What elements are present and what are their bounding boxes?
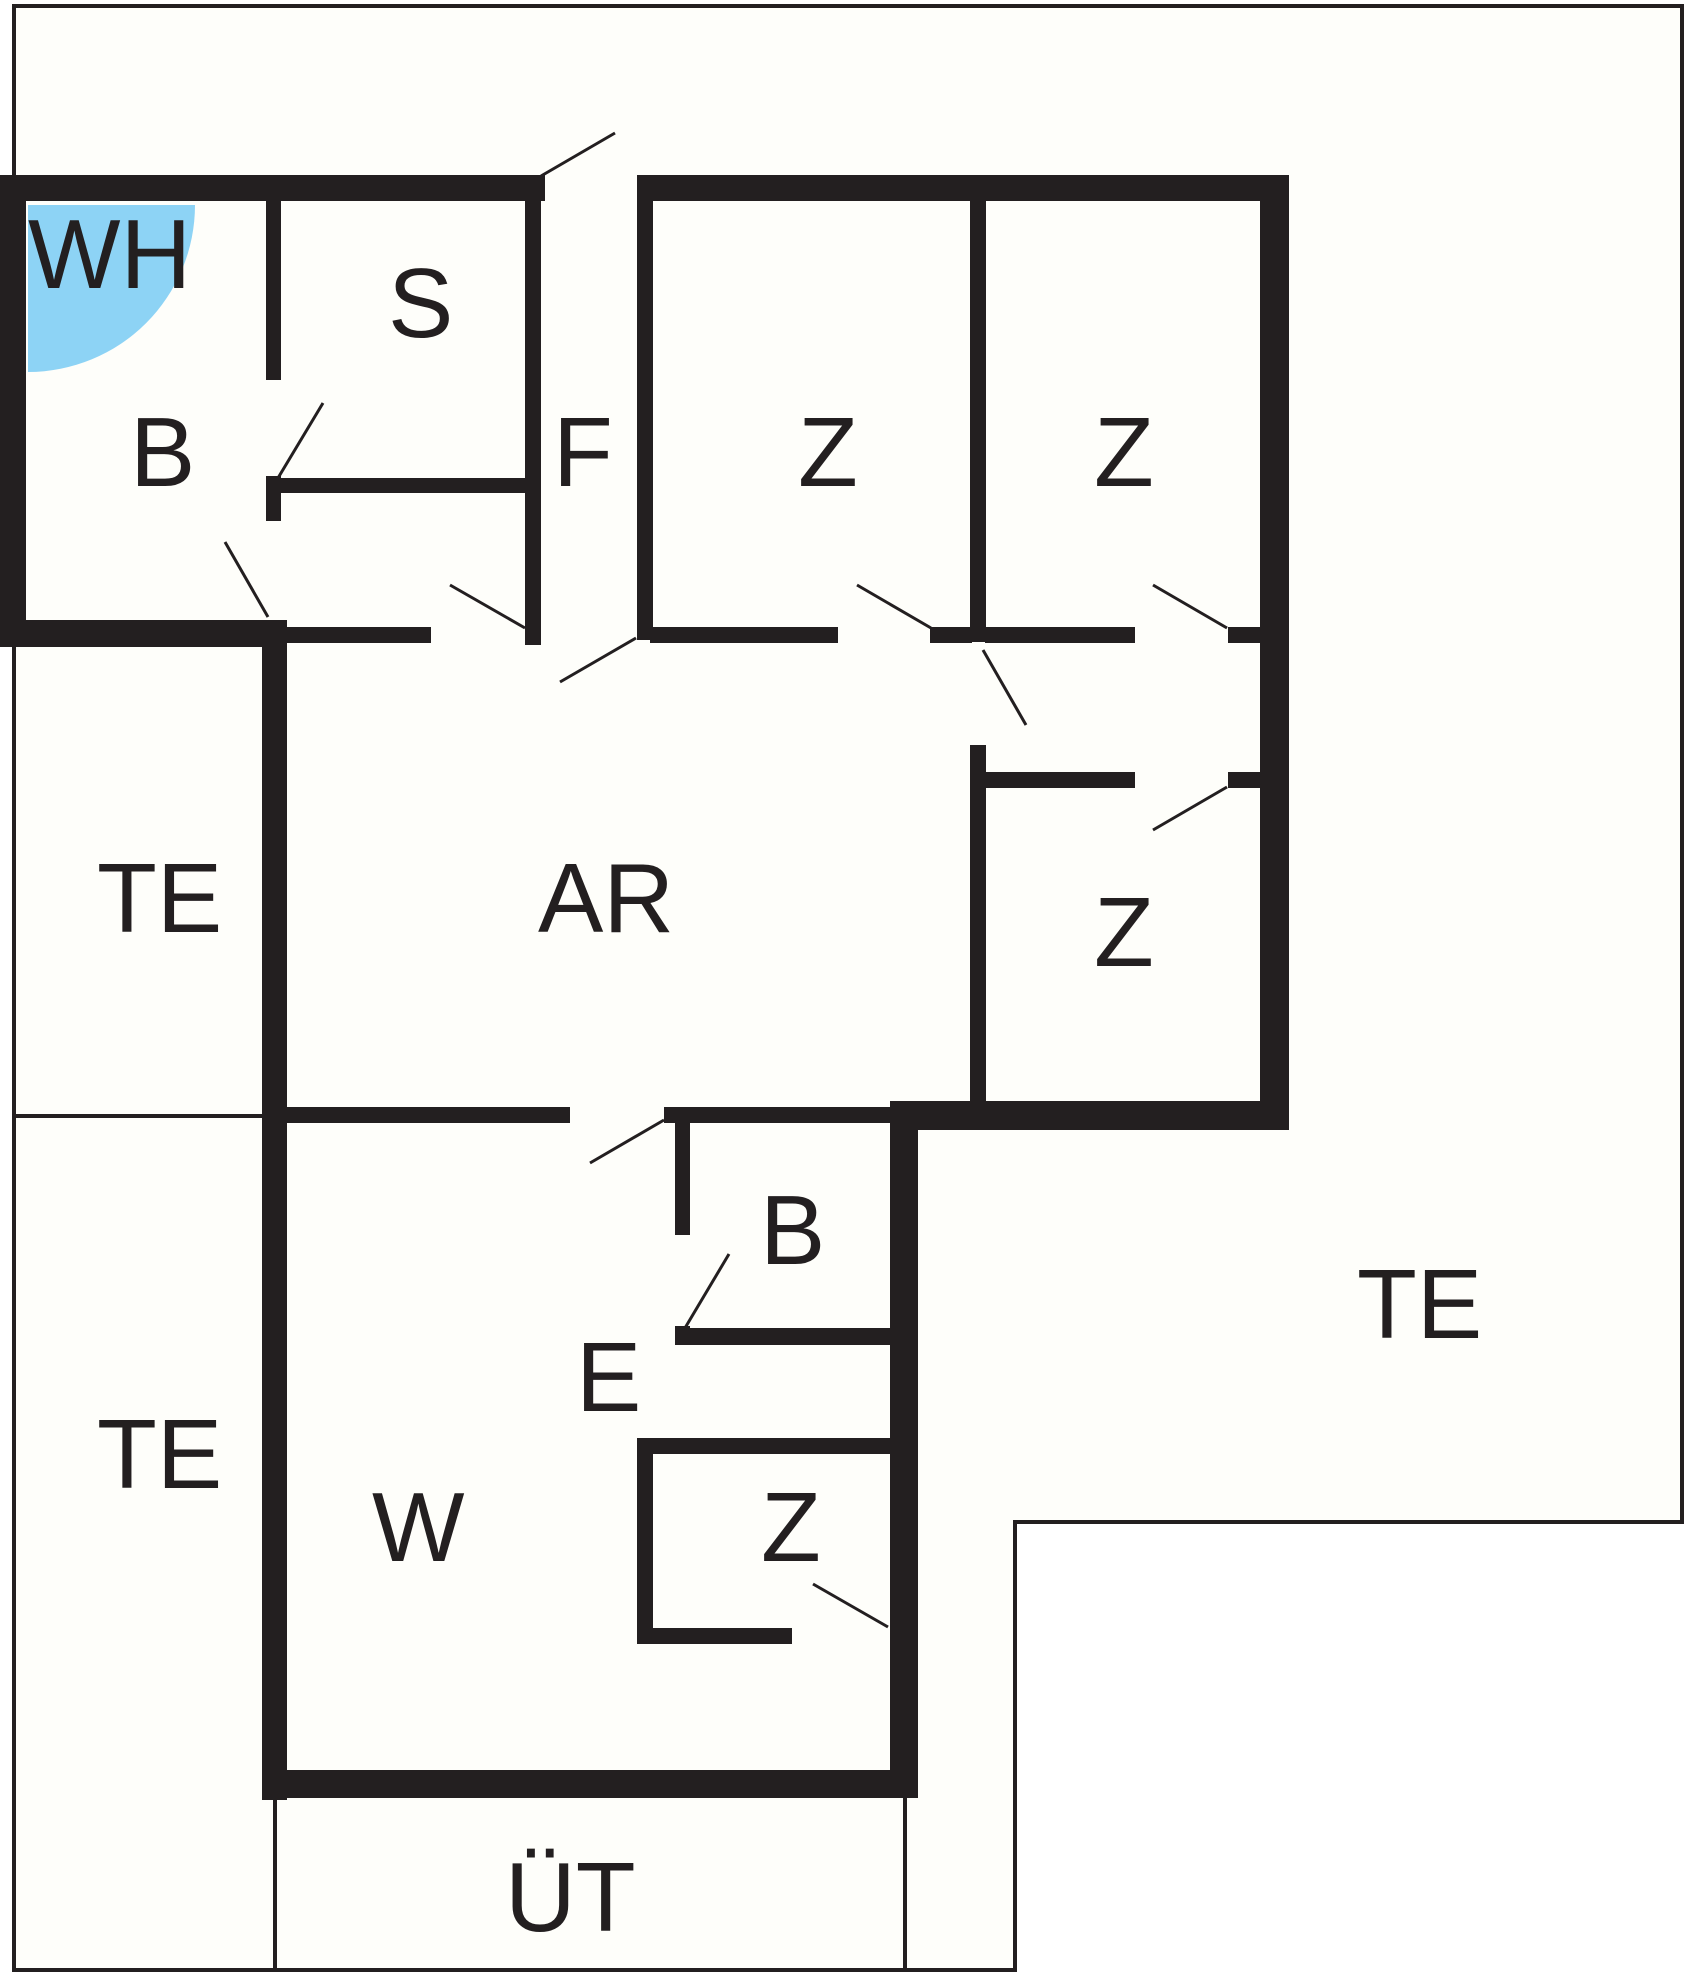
label-sauna: S <box>388 248 453 358</box>
wall <box>1260 175 1289 1130</box>
label-bedroom-2: Z <box>1094 397 1154 507</box>
label-hall: F <box>553 397 613 507</box>
door-swing-icon <box>683 1253 731 1329</box>
wall <box>675 1328 900 1345</box>
door-swing-icon <box>540 131 616 178</box>
wall <box>637 1438 902 1454</box>
label-terrace-left-top: TE <box>97 843 222 953</box>
wall <box>675 1115 690 1235</box>
label-dining: E <box>576 1322 641 1432</box>
label-terrace-left-bottom: TE <box>97 1399 222 1509</box>
wall <box>650 627 838 643</box>
door-swing-icon <box>812 1582 889 1629</box>
label-covered-porch: ÜT <box>505 1842 636 1952</box>
door-swing-icon <box>559 636 637 684</box>
wall <box>276 478 528 493</box>
label-bedroom-4: Z <box>761 1472 821 1582</box>
door-swing-icon <box>1152 785 1228 832</box>
door-swing-icon <box>856 583 932 630</box>
wall <box>985 627 1135 643</box>
wall <box>0 175 545 201</box>
label-terrace-right: TE <box>1357 1249 1482 1359</box>
label-bath-top: B <box>130 397 195 507</box>
hot-tub-icon <box>28 205 195 372</box>
door-swing-icon <box>276 402 325 479</box>
wall <box>1228 772 1263 788</box>
door-swings <box>223 131 1228 1629</box>
wall <box>970 200 986 642</box>
label-bath-bottom: B <box>760 1175 825 1285</box>
wall <box>890 1101 1289 1130</box>
wall <box>285 627 431 643</box>
door-swing-icon <box>589 1118 665 1165</box>
wall <box>1228 627 1263 643</box>
wall <box>285 1107 570 1123</box>
wall <box>266 200 281 380</box>
door-swing-icon <box>981 649 1028 726</box>
wall <box>262 635 287 1800</box>
wall <box>637 1438 653 1643</box>
label-workroom: AR <box>538 843 674 953</box>
label-wh: WH <box>28 199 191 309</box>
door-swing-icon <box>223 541 270 618</box>
wall <box>0 175 26 647</box>
walls <box>0 175 1289 1800</box>
label-bedroom-1: Z <box>798 397 858 507</box>
room-labels: WH B S F Z Z TE AR Z B TE E TE W Z ÜT <box>28 199 1482 1952</box>
label-living: W <box>372 1472 465 1582</box>
wall <box>930 627 972 643</box>
wall <box>637 200 653 640</box>
wall <box>970 745 986 1102</box>
wall <box>637 1628 792 1644</box>
wall <box>985 772 1135 788</box>
wall <box>0 620 287 647</box>
door-swing-icon <box>1152 583 1228 630</box>
wall <box>525 200 541 645</box>
wall <box>664 1107 904 1123</box>
wall <box>637 175 1289 201</box>
wall <box>262 1770 918 1798</box>
label-bedroom-3: Z <box>1094 877 1154 987</box>
door-swing-icon <box>449 583 526 630</box>
